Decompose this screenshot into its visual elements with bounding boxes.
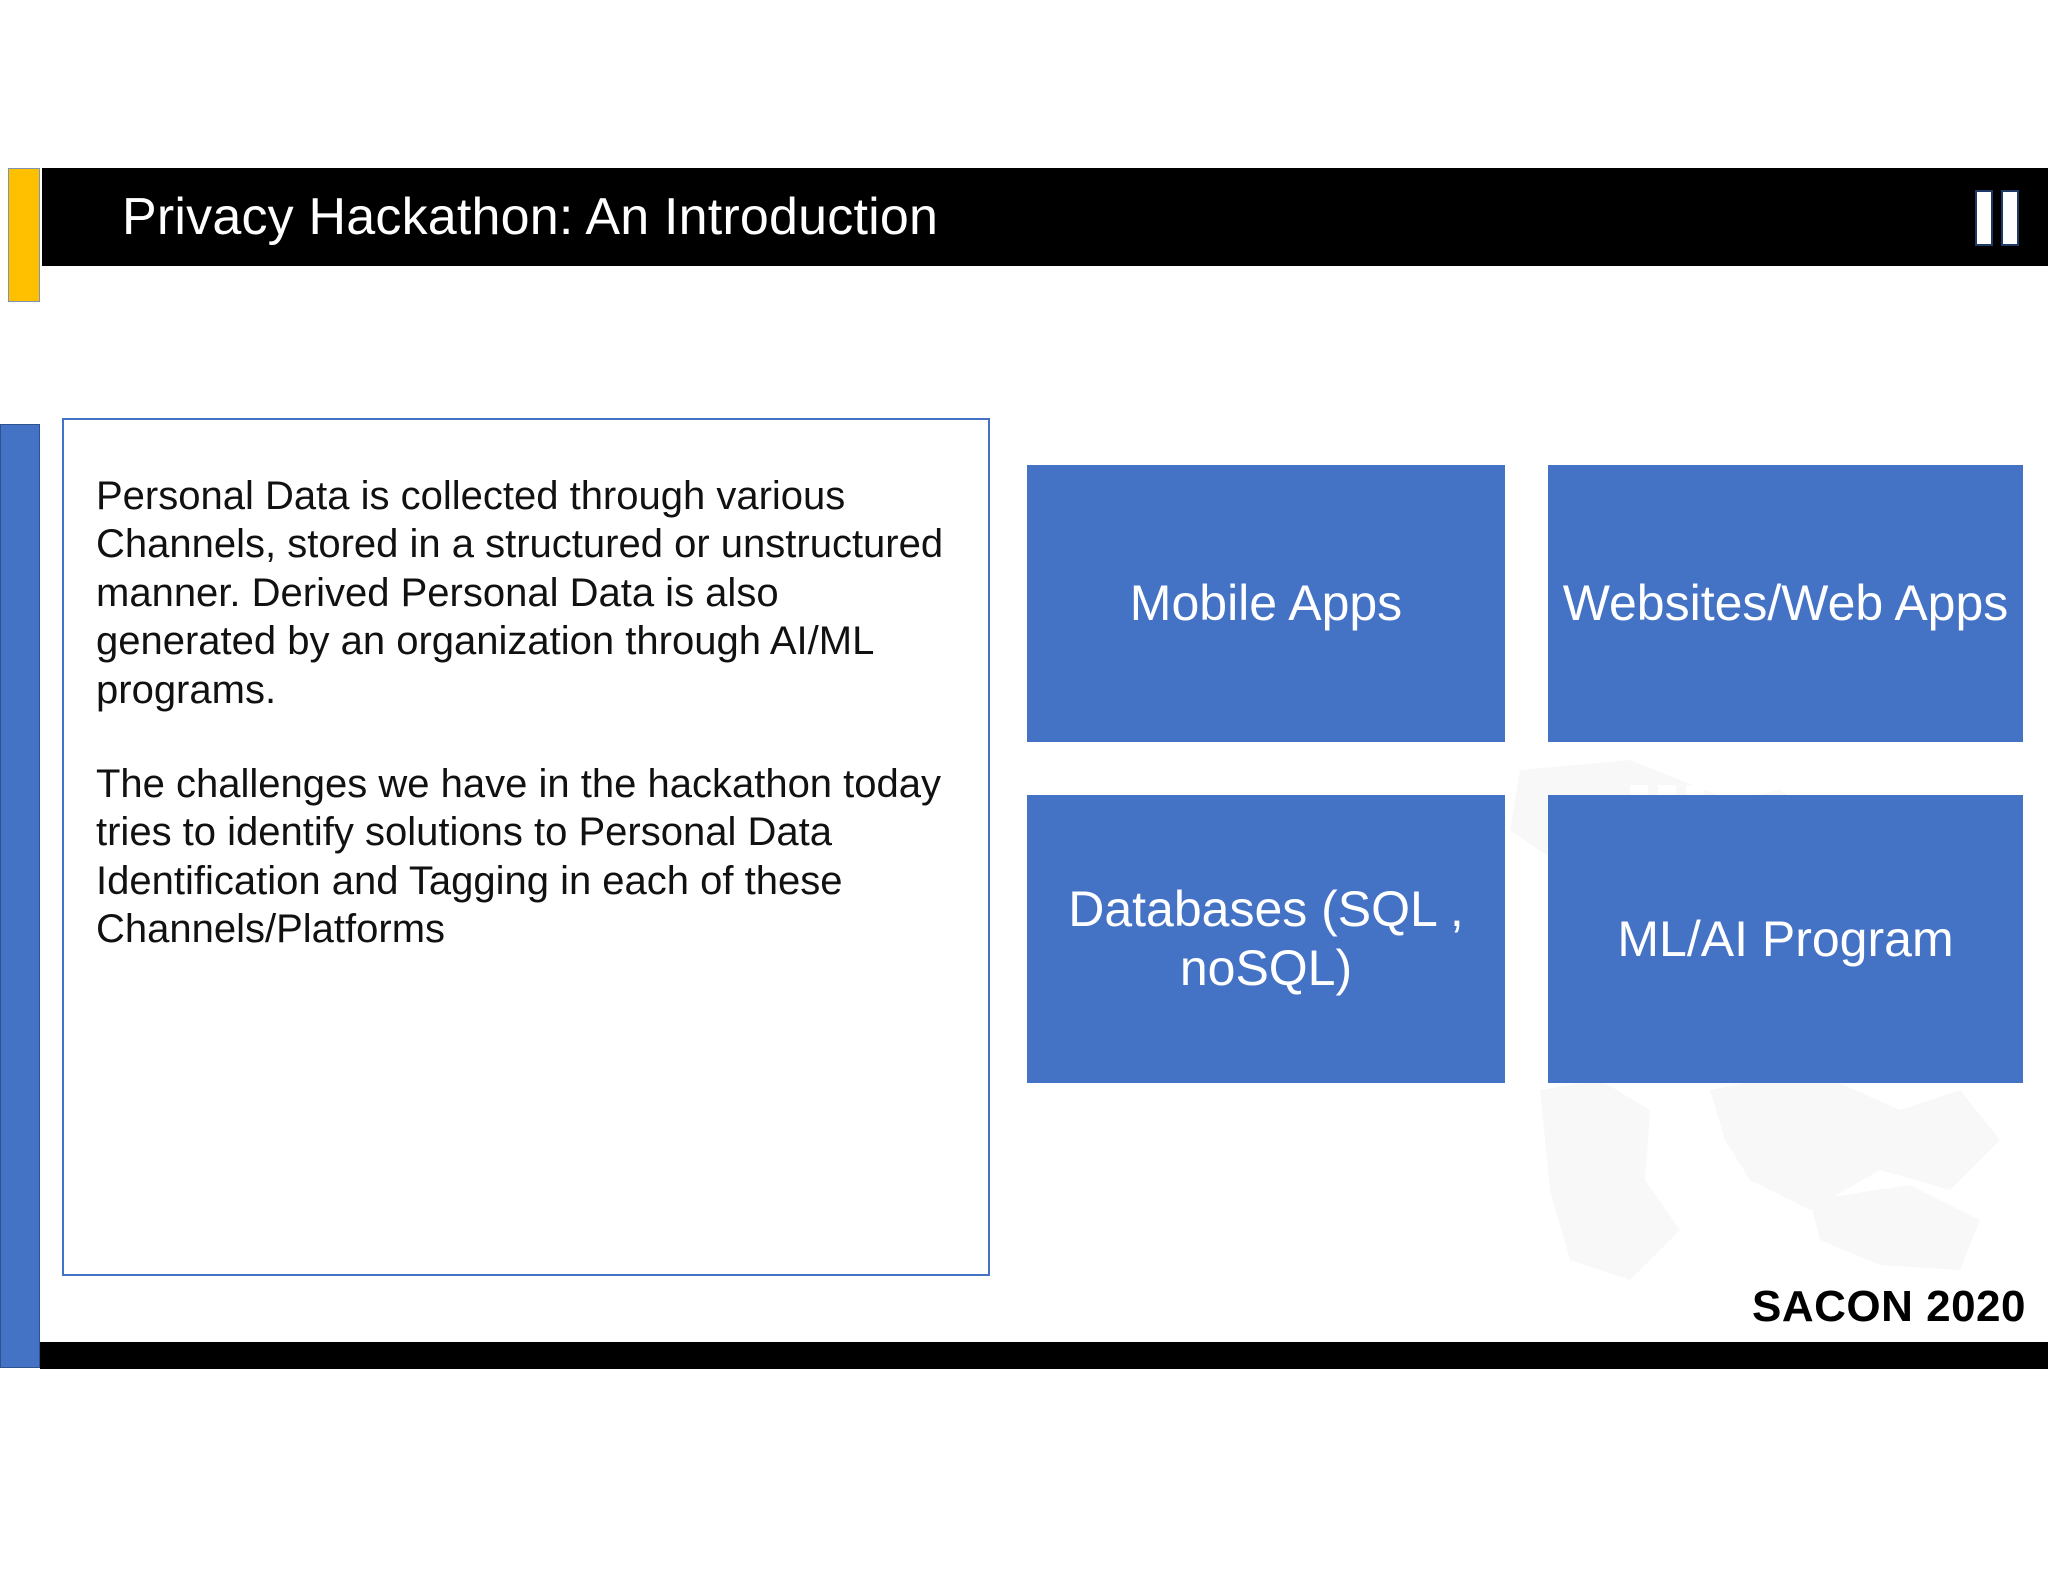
tile-mobile-apps[interactable]: Mobile Apps [1027, 465, 1505, 742]
body-text-box: Personal Data is collected through vario… [62, 418, 990, 1276]
body-paragraph-2: The challenges we have in the hackathon … [96, 761, 942, 952]
slide-title-bar: Privacy Hackathon: An Introduction [42, 168, 2048, 266]
channel-tiles-group: Mobile Apps Websites/Web Apps Databases … [1027, 465, 2023, 1125]
tile-ml-ai-program[interactable]: ML/AI Program [1548, 795, 2023, 1083]
tile-websites-web-apps[interactable]: Websites/Web Apps [1548, 465, 2023, 742]
tile-label: Mobile Apps [1129, 575, 1403, 631]
footer-brand-text: SACON 2020 [1751, 1282, 2026, 1331]
left-accent-bar-blue [0, 424, 40, 1368]
logo-bar-left [1975, 190, 1993, 246]
tile-label: ML/AI Program [1617, 910, 1954, 967]
two-vertical-bars-logo-icon [1968, 190, 2026, 246]
slide-title: Privacy Hackathon: An Introduction [122, 188, 939, 246]
left-accent-bar-yellow [8, 168, 40, 302]
tile-label: Databases (SQL , noSQL) [1068, 881, 1464, 996]
body-paragraph-1: Personal Data is collected through vario… [96, 474, 944, 712]
footer-bar [40, 1342, 2048, 1369]
logo-bar-right [2001, 190, 2019, 246]
tile-databases[interactable]: Databases (SQL , noSQL) [1027, 795, 1505, 1083]
tile-label: Websites/Web Apps [1562, 575, 2009, 631]
